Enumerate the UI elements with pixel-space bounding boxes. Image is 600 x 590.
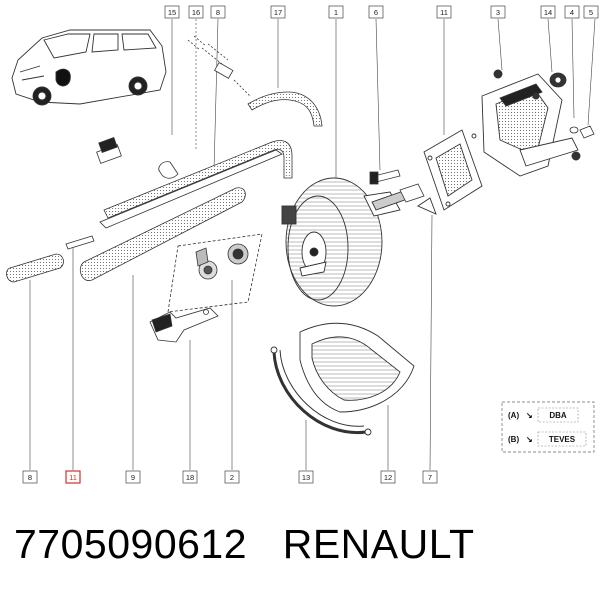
callout-label: 1 xyxy=(334,8,338,17)
strap-13 xyxy=(270,346,372,436)
callout-label: 5 xyxy=(589,8,593,17)
vehicle-thumbnail xyxy=(11,29,167,106)
top-callouts: 15 16 8 17 1 6 11 3 xyxy=(164,5,599,19)
callout-label: 16 xyxy=(192,8,200,17)
arrow-icon: ↘ xyxy=(526,411,533,420)
part-caption: 7705090612 RENAULT xyxy=(14,516,594,572)
legend-key: (A) xyxy=(508,411,519,420)
callout-label: 7 xyxy=(428,473,432,482)
callout-label: 2 xyxy=(230,473,234,482)
legend-value: DBA xyxy=(549,411,567,420)
vacuum-tube-long xyxy=(96,137,293,229)
legend-key: (B) xyxy=(508,435,519,444)
callout-box-highlighted: 11 xyxy=(65,470,81,484)
arrow-icon: ↘ xyxy=(526,435,533,444)
callout-box: 1 xyxy=(328,5,344,19)
callout-label: 3 xyxy=(496,8,500,17)
callout-box: 8 xyxy=(22,470,38,484)
hose-17 xyxy=(187,35,323,127)
callout-box: 6 xyxy=(368,5,384,19)
heat-shield-12 xyxy=(299,322,415,413)
bottom-callouts: 8 11 9 18 2 13 12 7 xyxy=(22,470,438,484)
callout-box: 9 xyxy=(125,470,141,484)
bolt-6 xyxy=(369,169,425,203)
callout-label: 18 xyxy=(186,473,194,482)
callout-box: 14 xyxy=(540,5,556,19)
callout-box: 15 xyxy=(164,5,180,19)
callout-box: 3 xyxy=(490,5,506,19)
gasket-11 xyxy=(417,129,483,215)
callout-box: 18 xyxy=(182,470,198,484)
callout-label: 4 xyxy=(570,8,574,17)
callout-label: 17 xyxy=(274,8,282,17)
callout-box: 17 xyxy=(270,5,286,19)
callout-label: 15 xyxy=(168,8,176,17)
leader-lines xyxy=(29,18,596,471)
callout-box: 11 xyxy=(436,5,452,19)
callout-label: 8 xyxy=(216,8,220,17)
parts-diagram: 15 16 8 17 1 6 11 3 xyxy=(6,5,599,484)
callout-box: 12 xyxy=(380,470,396,484)
callout-label: 14 xyxy=(544,8,552,17)
brand-name: RENAULT xyxy=(282,521,475,567)
callout-box: 13 xyxy=(298,470,314,484)
vacuum-tube-8 xyxy=(6,253,64,283)
check-valve-2 xyxy=(167,233,263,313)
nut-5 xyxy=(579,125,595,139)
bracket-18 xyxy=(149,307,219,343)
brake-booster-1 xyxy=(281,177,417,307)
support-bracket-3 xyxy=(481,69,581,177)
washer-4 xyxy=(569,126,579,134)
part-number: 7705090612 xyxy=(14,521,248,567)
callout-box: 7 xyxy=(422,470,438,484)
callout-box: 8 xyxy=(210,5,226,19)
callout-label: 9 xyxy=(131,473,135,482)
connector-11 xyxy=(65,235,95,250)
vacuum-tube-9 xyxy=(79,187,246,282)
callout-box: 2 xyxy=(224,470,240,484)
callout-box: 5 xyxy=(583,5,599,19)
callout-label: 6 xyxy=(374,8,378,17)
callout-box: 4 xyxy=(564,5,580,19)
callout-label-highlighted: 11 xyxy=(69,473,77,482)
legend-row-a: (A) ↘ DBA xyxy=(508,407,579,423)
legend-value: TEVES xyxy=(549,435,576,444)
variant-legend: (A) ↘ DBA (B) ↘ TEVES xyxy=(501,401,595,453)
callout-label: 8 xyxy=(28,473,32,482)
callout-label: 11 xyxy=(440,8,448,17)
callout-label: 13 xyxy=(302,473,310,482)
legend-row-b: (B) ↘ TEVES xyxy=(508,431,587,447)
callout-box: 16 xyxy=(188,5,204,19)
nut-14 xyxy=(549,72,567,88)
callout-label: 12 xyxy=(384,473,392,482)
